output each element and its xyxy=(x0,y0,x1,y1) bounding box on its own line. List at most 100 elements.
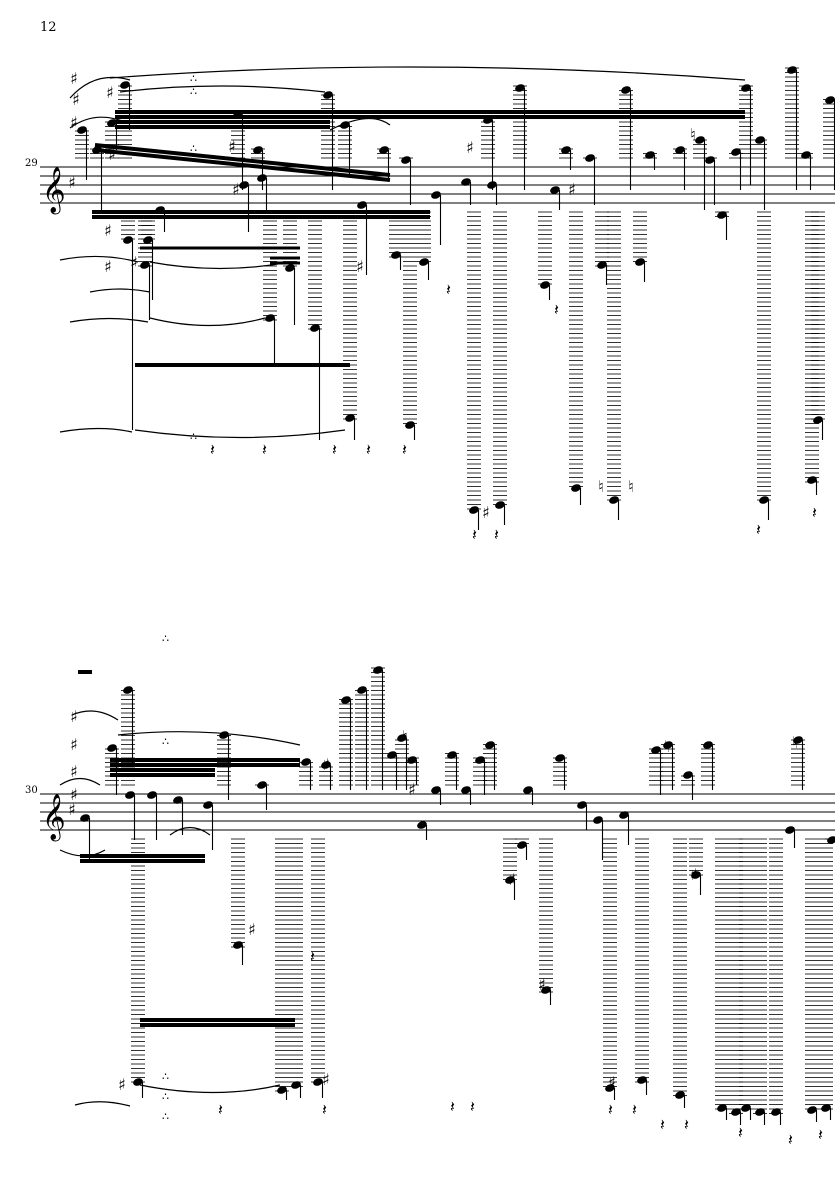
note xyxy=(385,751,399,790)
note xyxy=(153,206,167,232)
notehead-icon xyxy=(495,501,505,509)
accidental-icon: ♯ xyxy=(72,90,80,109)
accidental-icon: ♯ xyxy=(322,755,330,774)
dot-cluster: ∴ xyxy=(190,72,197,85)
notehead-icon xyxy=(621,86,631,94)
notehead-icon xyxy=(123,236,133,244)
rest-icon: 𝄽 xyxy=(218,1100,223,1119)
notehead-icon xyxy=(92,146,102,154)
note xyxy=(769,838,783,1125)
notehead-icon xyxy=(561,146,571,154)
notehead-icon xyxy=(593,816,603,824)
note xyxy=(299,758,313,790)
beam-group-top xyxy=(59,670,301,1107)
note xyxy=(389,211,403,270)
rest-icon: 𝄽 xyxy=(332,440,337,459)
rest-icon: 𝄽 xyxy=(366,440,371,459)
note xyxy=(75,126,89,180)
dot-cluster: ∴ xyxy=(162,1090,169,1103)
rest-icon: 𝄽 xyxy=(554,300,559,319)
rest-icon: 𝄽 xyxy=(788,1130,793,1149)
notehead-icon xyxy=(203,801,213,809)
note xyxy=(487,181,498,205)
note xyxy=(643,151,657,170)
note xyxy=(593,816,604,860)
notehead-icon xyxy=(813,416,823,424)
note xyxy=(703,156,717,205)
note xyxy=(619,811,630,845)
rests: 𝄽 𝄽 𝄽 𝄽 𝄽 𝄽 𝄽 𝄽 𝄽 𝄽 𝄽 xyxy=(210,280,817,544)
accidental-icon: ♯ xyxy=(228,137,236,156)
note xyxy=(753,838,767,1125)
note xyxy=(147,791,158,840)
note xyxy=(339,696,353,790)
notehead-icon xyxy=(107,119,117,127)
dot-cluster: ∴ xyxy=(190,142,197,155)
rest-icon: 𝄽 xyxy=(402,440,407,459)
notehead-icon xyxy=(239,181,249,189)
note xyxy=(523,786,534,805)
accidental-icon: ♮ xyxy=(690,125,696,144)
note xyxy=(239,181,250,232)
note xyxy=(231,111,245,190)
accidentals: ♯♯♯♯♯♯♯♯♯♯♯♯♯♯♮♮♮ xyxy=(70,69,696,522)
rest-icon: 𝄽 xyxy=(812,503,817,522)
note xyxy=(603,838,617,1100)
notehead-icon xyxy=(253,146,263,154)
note xyxy=(321,91,335,190)
notehead-icon xyxy=(717,1104,727,1112)
note xyxy=(121,686,135,786)
note xyxy=(785,826,796,848)
note xyxy=(399,156,413,205)
notehead-icon xyxy=(663,741,673,749)
notehead-icon xyxy=(597,261,607,269)
note xyxy=(791,736,805,790)
notehead-icon xyxy=(651,746,661,754)
rests: 𝄽 𝄽 𝄽 𝄽 𝄽 𝄽 𝄽 𝄽 𝄽 𝄽 𝄽 𝄽 xyxy=(218,947,823,1149)
note xyxy=(231,838,245,965)
rest-icon: 𝄽 xyxy=(494,525,499,544)
notehead-icon xyxy=(379,146,389,154)
notehead-icon xyxy=(140,261,150,269)
note xyxy=(377,146,391,180)
note xyxy=(105,119,119,159)
note xyxy=(255,781,269,810)
note xyxy=(473,756,487,795)
accidental-icon: ♮ xyxy=(598,477,604,496)
rest-icon: 𝄽 xyxy=(684,1115,689,1134)
note xyxy=(319,761,333,790)
note xyxy=(805,838,819,1122)
accidental-icon: ♯ xyxy=(70,785,78,804)
rest-icon: 𝄽 xyxy=(450,1097,455,1116)
dot-cluster: ∴ xyxy=(190,85,197,98)
note xyxy=(173,796,184,835)
rest-icon: 𝄽 xyxy=(262,440,267,459)
notehead-icon xyxy=(357,686,367,694)
note xyxy=(715,211,729,240)
rest-icon: 𝄽 xyxy=(472,525,477,544)
note xyxy=(633,211,647,282)
notehead-icon xyxy=(419,258,429,266)
rest-icon: 𝄽 xyxy=(660,1115,665,1134)
notehead-icon xyxy=(785,826,795,834)
note xyxy=(739,838,753,1120)
accidental-icon: ♯ xyxy=(106,83,114,102)
accidental-icon: ♮ xyxy=(628,477,634,496)
measure-number: 29 xyxy=(25,158,38,169)
note xyxy=(338,121,352,175)
note xyxy=(257,174,268,210)
rest-icon: 𝄽 xyxy=(446,280,451,299)
accidental-icon: ♯ xyxy=(70,69,78,88)
notehead-icon xyxy=(431,786,441,794)
accidental-icon: ♯ xyxy=(248,920,256,939)
note xyxy=(405,756,419,786)
accidental-icon: ♯ xyxy=(130,253,138,272)
notehead-icon xyxy=(505,876,515,884)
system-1: 29 𝄞 ♯ xyxy=(25,66,835,544)
note xyxy=(90,146,104,210)
note xyxy=(343,211,357,440)
note xyxy=(445,751,459,790)
note xyxy=(503,838,517,900)
notes xyxy=(80,666,835,1125)
notehead-icon xyxy=(461,178,471,186)
